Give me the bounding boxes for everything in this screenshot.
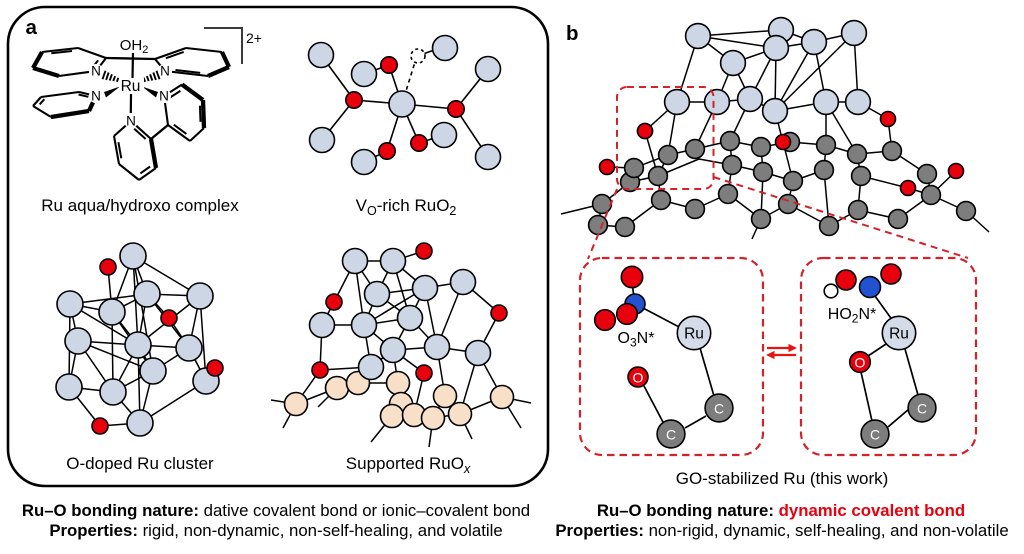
svg-text:N: N xyxy=(91,64,101,79)
svg-text:C: C xyxy=(666,427,676,443)
svg-text:Ru–O bonding nature: dynamic c: Ru–O bonding nature: dynamic covalent bo… xyxy=(597,501,965,520)
svg-text:N: N xyxy=(126,114,136,129)
svg-text:2+: 2+ xyxy=(246,30,262,46)
svg-text:Ru: Ru xyxy=(121,78,141,95)
svg-text:Ru aqua/hydroxo complex: Ru aqua/hydroxo complex xyxy=(41,196,239,215)
svg-text:Ru: Ru xyxy=(684,326,704,343)
svg-text:Properties: rigid, non-dynamic: Properties: rigid, non-dynamic, non-self… xyxy=(49,521,502,540)
svg-text:HO2N*: HO2N* xyxy=(828,306,876,326)
svg-text:N: N xyxy=(159,89,169,104)
svg-text:C: C xyxy=(917,401,927,417)
svg-text:Ru: Ru xyxy=(889,326,909,343)
svg-text:N: N xyxy=(160,64,170,79)
svg-text:OH2: OH2 xyxy=(120,37,149,56)
svg-text:O-doped Ru cluster: O-doped Ru cluster xyxy=(66,454,214,473)
svg-text:b: b xyxy=(566,22,579,45)
svg-text:O3N*: O3N* xyxy=(618,330,655,350)
svg-text:Properties: non-rigid, dynamic: Properties: non-rigid, dynamic, self-hea… xyxy=(555,521,1008,540)
svg-text:Supported RuOx: Supported RuOx xyxy=(346,454,471,476)
svg-text:GO-stabilized Ru (this work): GO-stabilized Ru (this work) xyxy=(676,469,889,488)
svg-text:N: N xyxy=(91,89,101,104)
svg-text:C: C xyxy=(714,401,724,417)
svg-text:O: O xyxy=(633,370,644,386)
svg-text:a: a xyxy=(26,16,38,39)
svg-text:Ru–O bonding nature: dative co: Ru–O bonding nature: dative covalent bon… xyxy=(22,501,530,520)
svg-text:O: O xyxy=(855,355,866,371)
svg-text:VO-rich RuO2: VO-rich RuO2 xyxy=(356,196,457,218)
svg-text:C: C xyxy=(870,427,880,443)
